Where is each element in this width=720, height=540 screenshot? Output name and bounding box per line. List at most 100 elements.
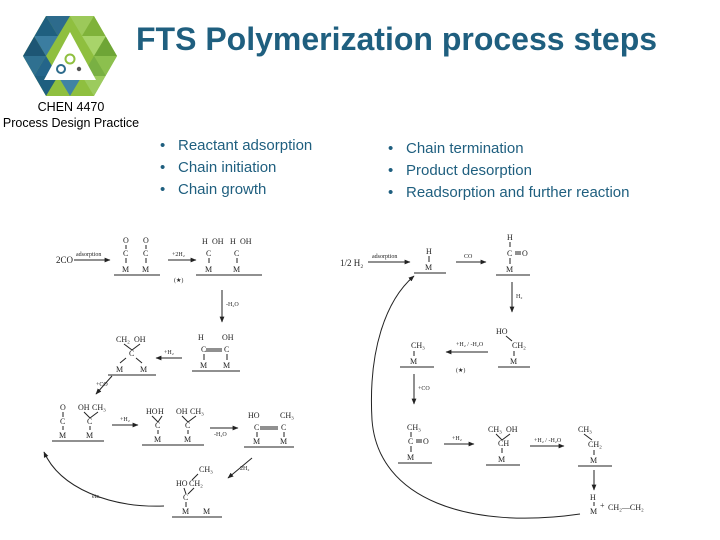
- triangle-logo: [23, 16, 117, 96]
- step-label: -H₂O: [214, 432, 227, 438]
- svg-text:M: M: [407, 453, 414, 462]
- step-label: H₂: [516, 294, 522, 300]
- svg-text:CH: CH: [498, 439, 509, 448]
- svg-text:CH₂: CH₂: [116, 335, 130, 344]
- product-label: CH₂—CH₂: [608, 503, 644, 512]
- cycle-arrow: [370, 275, 581, 519]
- step-label: +H₂: [120, 417, 130, 423]
- step-label: +2H₂: [172, 252, 185, 258]
- svg-text:CH₃: CH₃: [280, 411, 294, 420]
- svg-text:C: C: [123, 249, 128, 258]
- svg-text:CH₂: CH₂: [189, 479, 203, 488]
- svg-text:M: M: [182, 507, 189, 516]
- bullet-list-left: Reactant adsorption Chain initiation Cha…: [158, 135, 312, 201]
- svg-text:CH₃: CH₃: [92, 403, 106, 412]
- svg-text:H: H: [590, 493, 596, 502]
- svg-text:M: M: [425, 263, 432, 272]
- svg-text:CH₃: CH₃: [199, 465, 213, 474]
- svg-text:OH: OH: [212, 237, 224, 246]
- course-name: Process Design Practice: [2, 116, 140, 130]
- svg-text:M: M: [410, 357, 417, 366]
- svg-text:O: O: [423, 437, 429, 446]
- svg-text:CH₂: CH₂: [588, 440, 602, 449]
- svg-text:C: C: [185, 421, 190, 430]
- svg-text:C: C: [408, 437, 413, 446]
- step-label: CO: [464, 254, 473, 260]
- formyl-structure: H C O M: [496, 233, 530, 276]
- right-scheme: 1/2 H₂ adsorption H M CO H C O M H₂ HO C…: [340, 233, 644, 519]
- h-adsorbed-structure: H M: [414, 247, 446, 274]
- svg-text:OH: OH: [78, 403, 90, 412]
- bullet-item: Chain growth: [158, 179, 312, 201]
- svg-text:H: H: [507, 233, 513, 242]
- svg-text:M: M: [498, 455, 505, 464]
- svg-text:M: M: [280, 437, 287, 446]
- svg-text:H: H: [230, 237, 236, 246]
- svg-text:CH₂: CH₂: [512, 341, 526, 350]
- svg-text:CH₃: CH₃: [488, 425, 502, 434]
- bullet-item: Readsorption and further reaction: [386, 182, 629, 204]
- svg-text:C: C: [201, 345, 206, 354]
- svg-text:M: M: [590, 456, 597, 465]
- svg-text:HO: HO: [176, 479, 188, 488]
- svg-text:M: M: [203, 507, 210, 516]
- svg-text:M: M: [506, 265, 513, 274]
- svg-text:+: +: [600, 501, 605, 510]
- step-label: +CO: [418, 386, 430, 392]
- bullet-item: Reactant adsorption: [158, 135, 312, 157]
- svg-text:C: C: [281, 423, 286, 432]
- svg-text:H: H: [158, 407, 164, 416]
- svg-text:CH₃: CH₃: [411, 341, 425, 350]
- svg-text:C: C: [87, 417, 92, 426]
- svg-text:O: O: [123, 236, 129, 245]
- svg-text:C: C: [60, 417, 65, 426]
- svg-text:OH: OH: [240, 237, 252, 246]
- svg-text:HO: HO: [496, 327, 508, 336]
- svg-text:M: M: [590, 507, 597, 516]
- acetyl-structure: CH₃ C O M: [398, 423, 432, 464]
- star-label: (★): [174, 277, 183, 284]
- reactant-label: 1/2 H₂: [340, 258, 363, 268]
- bullet-list-right: Chain termination Product desorption Rea…: [386, 138, 629, 204]
- svg-text:M: M: [510, 357, 517, 366]
- step-label: +H₂: [164, 350, 174, 356]
- course-label: CHEN 4470 Process Design Practice: [0, 99, 142, 131]
- svg-text:C: C: [129, 349, 134, 358]
- cycle-arrow: [43, 451, 165, 507]
- svg-text:HO: HO: [146, 407, 158, 416]
- svg-text:M: M: [200, 361, 207, 370]
- methyl-structure: CH₃ M: [400, 341, 434, 368]
- svg-text:C: C: [254, 423, 259, 432]
- svg-text:M: M: [86, 431, 93, 440]
- svg-text:M: M: [122, 265, 129, 274]
- svg-text:M: M: [154, 435, 161, 444]
- svg-text:C: C: [183, 493, 188, 502]
- svg-text:M: M: [59, 431, 66, 440]
- svg-text:M: M: [253, 437, 260, 446]
- svg-text:CH₃: CH₃: [578, 425, 592, 434]
- reactant-label: 2CO: [56, 255, 74, 265]
- hydroxymethyl-structure: HO CH₂ M: [496, 327, 530, 368]
- step-label: -H₂O: [226, 302, 239, 308]
- step-label: adsorption: [76, 252, 101, 258]
- bullet-item: Chain initiation: [158, 157, 312, 179]
- svg-text:O: O: [143, 236, 149, 245]
- svg-text:M: M: [140, 365, 147, 374]
- svg-text:OH: OH: [176, 407, 188, 416]
- slide-title: FTS Polymerization process steps: [136, 21, 658, 57]
- svg-text:M: M: [184, 435, 191, 444]
- step-label: adsorption: [372, 254, 397, 260]
- co-adsorbed-structure: O O C C M M: [114, 236, 160, 276]
- svg-text:CH₃: CH₃: [407, 423, 421, 432]
- svg-text:O: O: [60, 403, 66, 412]
- svg-text:OH: OH: [134, 335, 146, 344]
- svg-text:O: O: [522, 249, 528, 258]
- svg-text:C: C: [155, 421, 160, 430]
- svg-text:M: M: [142, 265, 149, 274]
